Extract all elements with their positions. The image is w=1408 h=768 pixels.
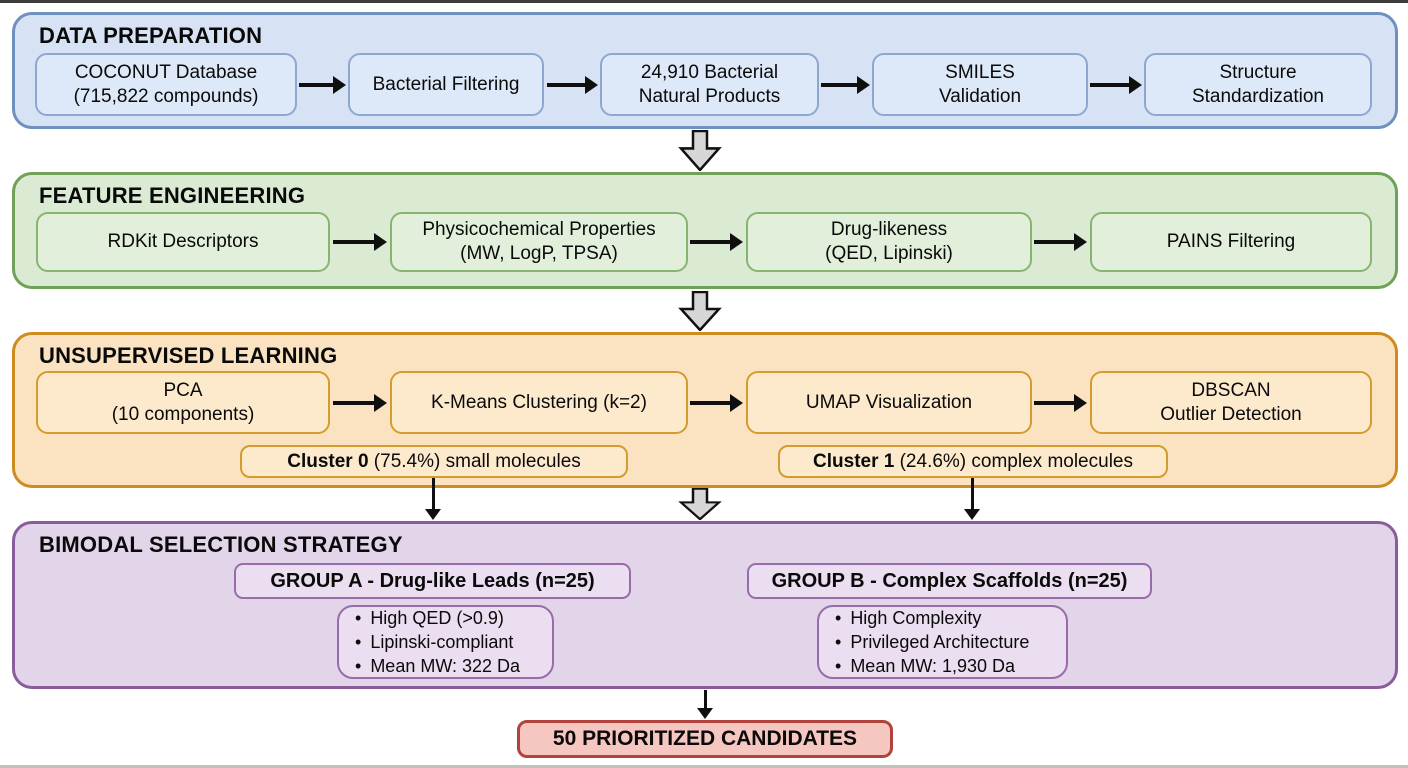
node-text: (715,822 compounds) — [73, 85, 259, 107]
node-text: Physicochemical Properties — [422, 219, 656, 240]
node-text: Natural Products — [638, 85, 781, 107]
node-pains-filtering: PAINS Filtering — [1090, 212, 1372, 272]
panel-data-preparation-title: DATA PREPARATION — [39, 23, 263, 48]
node-text: PCA — [163, 379, 203, 401]
node-dbscan-outlier-detection: DBSCAN Outlier Detection — [1090, 371, 1372, 434]
node-text: Validation — [938, 85, 1022, 107]
node-text: RDKit Descriptors — [107, 231, 259, 252]
panel-bimodal-selection-title: BIMODAL SELECTION STRATEGY — [39, 532, 403, 557]
node-text: COCONUT Database — [74, 61, 258, 83]
node-text: PAINS Filtering — [1166, 231, 1296, 252]
criteria-item: Lipinski-compliant — [355, 630, 520, 654]
node-umap-visualization: UMAP Visualization — [746, 371, 1032, 434]
criteria-item: Mean MW: 1,930 Da — [835, 654, 1029, 678]
node-text: Standardization — [1191, 85, 1325, 107]
block-arrow-down-icon — [678, 130, 722, 171]
node-text: 24,910 Bacterial — [640, 61, 779, 83]
node-structure-standardization: Structure Standardization — [1144, 53, 1372, 116]
node-kmeans-clustering: K-Means Clustering (k=2) — [390, 371, 688, 434]
node-rdkit-descriptors: RDKit Descriptors — [36, 212, 330, 272]
criteria-item: Privileged Architecture — [835, 630, 1029, 654]
node-bacterial-natural-products: 24,910 Bacterial Natural Products — [600, 53, 819, 116]
node-coconut-database: COCONUT Database (715,822 compounds) — [35, 53, 297, 116]
node-text: Outlier Detection — [1160, 403, 1302, 425]
criteria-item: High QED (>0.9) — [355, 606, 520, 630]
cluster-name: Cluster 0 — [287, 450, 369, 472]
criteria-item: Mean MW: 322 Da — [355, 654, 520, 678]
group-b-header: GROUP B - Complex Scaffolds (n=25) — [747, 563, 1152, 599]
node-physicochemical-properties: Physicochemical Properties (MW, LogP, TP… — [390, 212, 688, 272]
node-text: (QED, Lipinski) — [825, 243, 953, 264]
cluster-0-label: Cluster 0 (75.4%) small molecules — [240, 445, 628, 478]
final-candidates-box: 50 PRIORITIZED CANDIDATES — [517, 720, 893, 758]
group-a-criteria: High QED (>0.9) Lipinski-compliant Mean … — [337, 605, 554, 679]
node-text: DBSCAN — [1191, 379, 1271, 401]
block-arrow-down-icon — [678, 291, 722, 331]
panel-feature-engineering-title: FEATURE ENGINEERING — [39, 183, 306, 208]
block-arrow-down-icon — [678, 488, 722, 520]
node-text: (10 components) — [111, 403, 255, 425]
panel-unsupervised-learning-title: UNSUPERVISED LEARNING — [39, 343, 338, 368]
node-text: Drug-likeness — [830, 219, 948, 240]
node-text: (MW, LogP, TPSA) — [460, 243, 618, 264]
node-text: SMILES — [945, 61, 1015, 83]
node-drug-likeness: Drug-likeness (QED, Lipinski) — [746, 212, 1032, 272]
group-b-criteria: High Complexity Privileged Architecture … — [817, 605, 1068, 679]
criteria-item: High Complexity — [835, 606, 1029, 630]
top-edge-line — [0, 0, 1408, 3]
cluster-name: Cluster 1 — [813, 450, 895, 472]
bottom-edge-line — [0, 765, 1408, 768]
node-bacterial-filtering: Bacterial Filtering — [348, 53, 544, 116]
group-a-header: GROUP A - Drug-like Leads (n=25) — [234, 563, 631, 599]
node-smiles-validation: SMILES Validation — [872, 53, 1088, 116]
cluster-desc: (24.6%) complex molecules — [894, 450, 1133, 472]
node-pca: PCA (10 components) — [36, 371, 330, 434]
node-text: Bacterial Filtering — [372, 73, 520, 95]
cluster-desc: (75.4%) small molecules — [368, 450, 581, 472]
node-text: K-Means Clustering (k=2) — [431, 391, 647, 413]
node-text: Structure — [1219, 61, 1297, 83]
panel-bimodal-selection: BIMODAL SELECTION STRATEGY — [12, 521, 1398, 689]
cluster-1-label: Cluster 1 (24.6%) complex molecules — [778, 445, 1168, 478]
node-text: UMAP Visualization — [805, 391, 973, 413]
